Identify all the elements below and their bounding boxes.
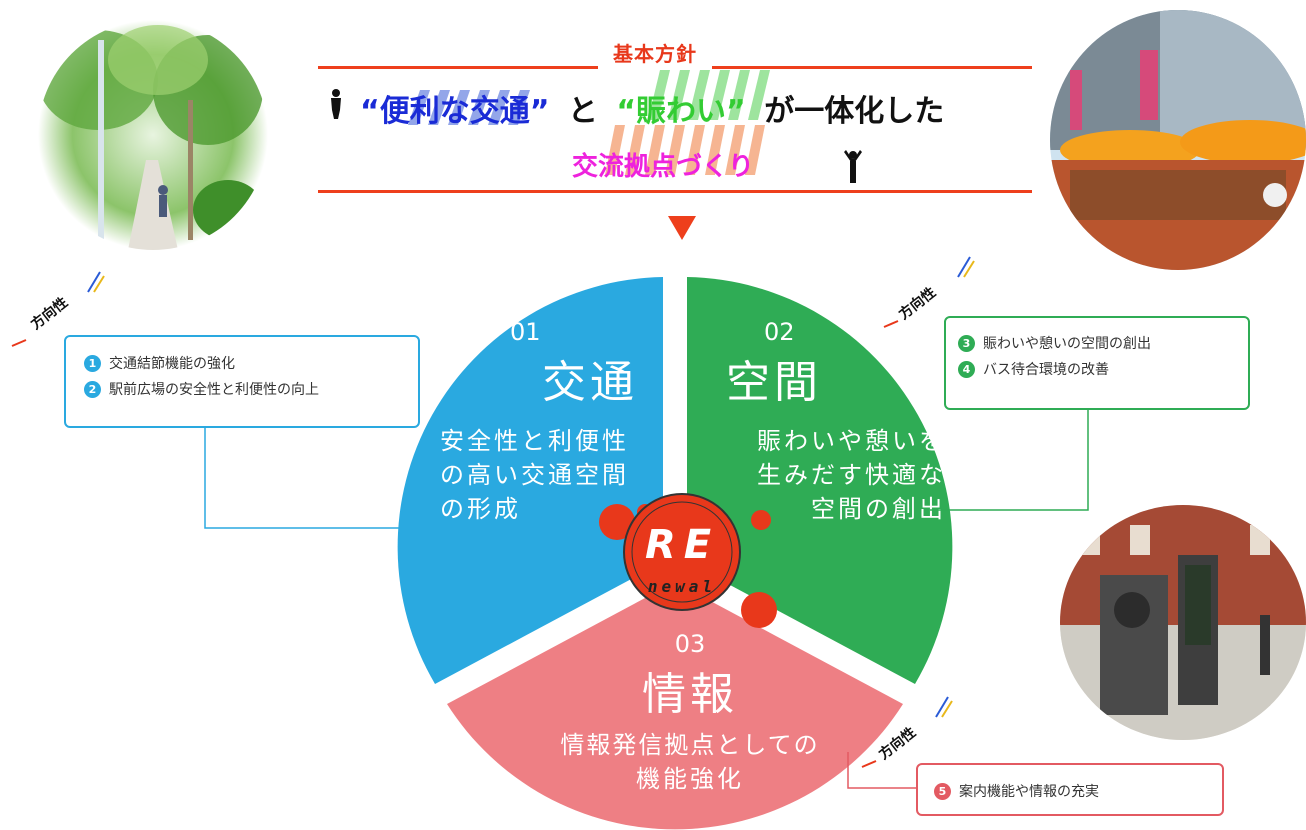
tree-lined-street-photo (38, 20, 268, 250)
number-badge-4: 4 (958, 360, 975, 378)
slogan-convenient-traffic: “便利な交通” (360, 94, 550, 129)
slogan-stripes-decoration (408, 70, 770, 175)
sector-space-desc-2: 生みだす快適な (757, 461, 946, 489)
policy-bottom-rule (318, 190, 1032, 193)
person-pictogram-icon (331, 89, 341, 119)
number-badge-3: 3 (958, 334, 975, 352)
sector-traffic-desc-1: 安全性と利便性 (440, 427, 629, 455)
red-dot-2 (751, 510, 771, 530)
three-sector-diagram: RE newal (397, 277, 953, 830)
list-item: 3 賑わいや憩いの空間の創出 (958, 330, 1248, 356)
pencil-strokes-icon-2 (883, 256, 975, 328)
number-badge-5: 5 (934, 782, 951, 800)
list-item: 1 交通結節機能の強化 (84, 350, 418, 376)
list-item: 5 案内機能や情報の充実 (934, 778, 1222, 804)
pencil-strokes-icon-3 (861, 696, 953, 768)
sector-space-desc-3: 空間の創出 (811, 495, 946, 523)
slogan-line-2: 交流拠点づくり (572, 152, 755, 182)
card-item-text: 賑わいや憩いの空間の創出 (983, 336, 1151, 352)
renewal-logo-sub: newal (648, 577, 716, 596)
card-item-text: 交通結節機能の強化 (109, 356, 235, 372)
renewal-logo-ring (631, 501, 733, 603)
card-item-text: 駅前広場の安全性と利便性の向上 (109, 382, 319, 398)
list-item: 2 駅前広場の安全性と利便性の向上 (84, 376, 418, 402)
sector-traffic (397, 277, 663, 684)
traffic-directions-card: 1 交通結節機能の強化 2 駅前広場の安全性と利便性の向上 (64, 335, 420, 428)
sector-traffic-title: 交通 (542, 357, 638, 408)
number-badge-2: 2 (84, 380, 101, 398)
sector-space-desc-1: 賑わいや憩いを (757, 427, 946, 455)
slogan-line-1: “便利な交通” と “賑わい” が一体化した (360, 86, 944, 130)
sector-traffic-number: 01 (510, 318, 541, 346)
card-item-text: 案内機能や情報の充実 (959, 784, 1099, 800)
red-dot-3 (741, 592, 777, 628)
renewal-logo-main: RE (645, 522, 719, 568)
sector-traffic-desc-2: の高い交通空間 (440, 461, 629, 489)
red-dot-1 (599, 504, 635, 540)
sector-info-text: 03 情報 情報発信拠点としての 機能強化 (520, 630, 860, 796)
sector-info (447, 582, 903, 830)
sector-info-number: 03 (674, 630, 706, 658)
policy-heading: 基本方針 (613, 42, 697, 66)
sector-space-number: 02 (764, 318, 795, 346)
card-item-text: バス待合環境の改善 (983, 362, 1109, 378)
down-triangle-icon (668, 216, 696, 240)
sector-traffic-text: 01 交通 安全性と利便性 の高い交通空間 の形成 (440, 318, 680, 526)
sector-traffic-desc-3: の形成 (440, 495, 521, 523)
policy-top-rule-right (712, 66, 1032, 69)
info-directions-card: 5 案内機能や情報の充実 (916, 763, 1224, 816)
slogan-to: と (567, 94, 598, 129)
list-item: 4 バス待合環境の改善 (958, 356, 1248, 382)
policy-top-rule-left (318, 66, 598, 69)
slogan-bustle: “賑わい” (616, 94, 746, 129)
person-arms-up-icon (844, 150, 862, 183)
sector-info-desc-2: 機能強化 (636, 765, 744, 793)
sector-info-desc-1: 情報発信拠点としての (560, 731, 820, 759)
pencil-strokes-icon-1 (11, 271, 105, 347)
number-badge-1: 1 (84, 354, 101, 372)
sector-space-text: 02 空間 賑わいや憩いを 生みだす快適な 空間の創出 (716, 318, 946, 526)
sector-space (687, 277, 953, 684)
sector-space-title: 空間 (726, 357, 822, 408)
renewal-logo-circle (623, 493, 741, 611)
space-directions-card: 3 賑わいや憩いの空間の創出 4 バス待合環境の改善 (944, 316, 1250, 410)
slogan-integrated: が一体化した (764, 94, 945, 129)
sector-info-title: 情報 (642, 669, 738, 720)
